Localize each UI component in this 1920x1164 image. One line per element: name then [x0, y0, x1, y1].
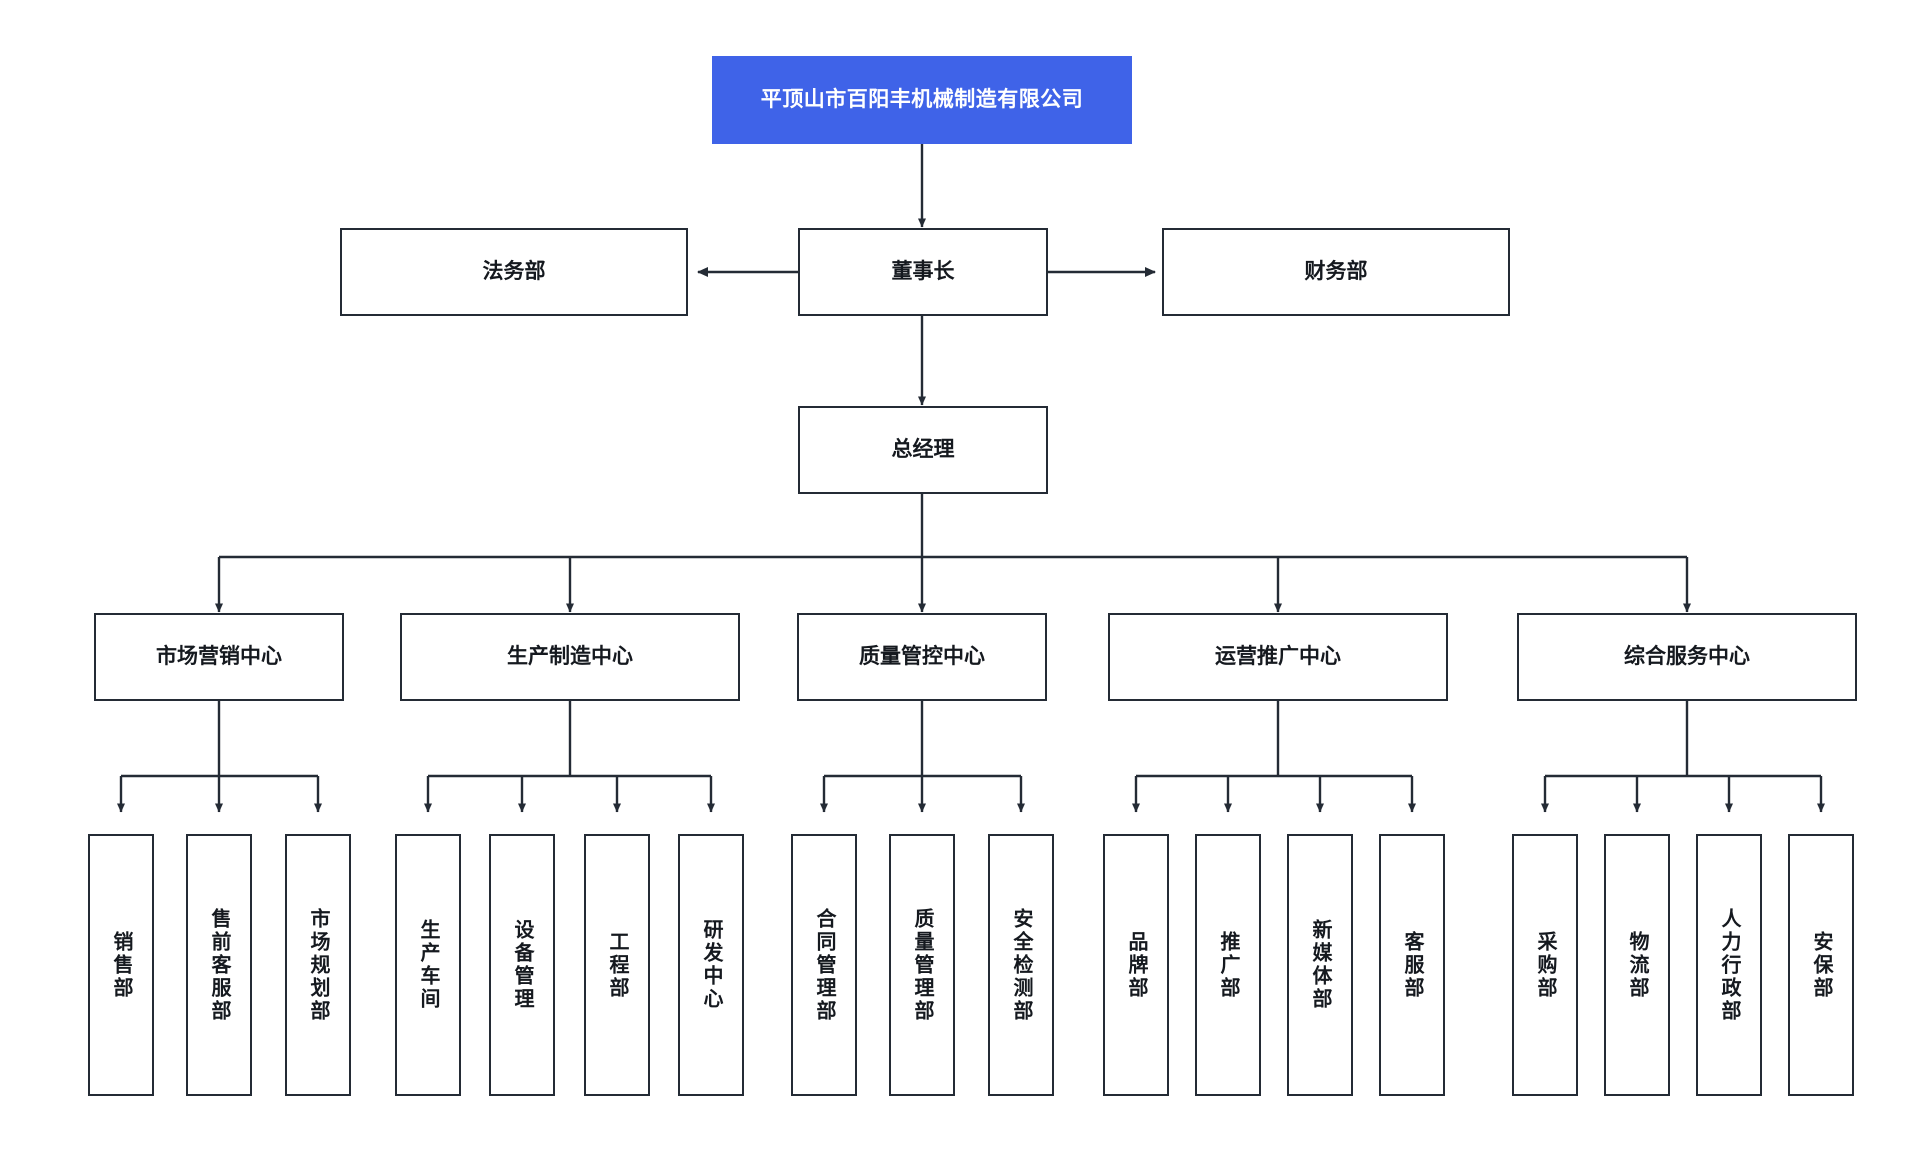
- node-label-dept-safety-inspection: 安全检测部: [1010, 907, 1032, 1023]
- node-label-dept-new-media: 新媒体部: [1309, 919, 1331, 1011]
- node-label-dept-rnd-center: 研发中心: [700, 919, 722, 1011]
- node-label-dept-promotion: 推广部: [1217, 930, 1239, 1000]
- node-label-dept-logistics: 物流部: [1626, 930, 1648, 1000]
- node-dept-security[interactable]: 安保部: [1788, 834, 1854, 1096]
- node-center-quality[interactable]: 质量管控中心: [797, 613, 1047, 701]
- node-label-dept-contract-management: 合同管理部: [813, 907, 835, 1023]
- node-label-dept-equipment-management: 设备管理: [511, 919, 533, 1011]
- node-dept-equipment-management[interactable]: 设备管理: [489, 834, 555, 1096]
- node-center-general-services[interactable]: 综合服务中心: [1517, 613, 1857, 701]
- node-dept-brand[interactable]: 品牌部: [1103, 834, 1169, 1096]
- node-dept-sales[interactable]: 销售部: [88, 834, 154, 1096]
- node-dept-safety-inspection[interactable]: 安全检测部: [988, 834, 1054, 1096]
- node-dept-rnd-center[interactable]: 研发中心: [678, 834, 744, 1096]
- node-label-dept-brand: 品牌部: [1125, 930, 1147, 1000]
- node-legal-department[interactable]: 法务部: [340, 228, 688, 316]
- node-label-dept-hr-admin: 人力行政部: [1718, 907, 1740, 1023]
- node-dept-procurement[interactable]: 采购部: [1512, 834, 1578, 1096]
- node-label-dept-quality-management: 质量管理部: [911, 907, 933, 1023]
- node-label-general-manager: 总经理: [891, 438, 955, 462]
- node-label-dept-sales: 销售部: [110, 930, 132, 1000]
- node-chairman[interactable]: 董事长: [798, 228, 1048, 316]
- node-dept-logistics[interactable]: 物流部: [1604, 834, 1670, 1096]
- node-label-legal-department: 法务部: [482, 260, 546, 284]
- node-dept-contract-management[interactable]: 合同管理部: [791, 834, 857, 1096]
- node-label-dept-production-workshop: 生产车间: [417, 919, 439, 1011]
- node-label-dept-customer-service: 客服部: [1401, 930, 1423, 1000]
- node-label-center-marketing: 市场营销中心: [156, 645, 282, 669]
- node-company-root[interactable]: 平顶山市百阳丰机械制造有限公司: [712, 56, 1132, 144]
- node-label-dept-engineering: 工程部: [606, 930, 628, 1000]
- node-center-manufacturing[interactable]: 生产制造中心: [400, 613, 740, 701]
- node-general-manager[interactable]: 总经理: [798, 406, 1048, 494]
- node-dept-promotion[interactable]: 推广部: [1195, 834, 1261, 1096]
- node-label-center-quality: 质量管控中心: [859, 645, 985, 669]
- node-label-dept-market-planning: 市场规划部: [307, 907, 329, 1023]
- node-dept-market-planning[interactable]: 市场规划部: [285, 834, 351, 1096]
- node-label-dept-security: 安保部: [1810, 930, 1832, 1000]
- node-label-finance-department: 财务部: [1304, 260, 1368, 284]
- node-dept-quality-management[interactable]: 质量管理部: [889, 834, 955, 1096]
- node-center-operations[interactable]: 运营推广中心: [1108, 613, 1448, 701]
- node-dept-production-workshop[interactable]: 生产车间: [395, 834, 461, 1096]
- node-dept-customer-service[interactable]: 客服部: [1379, 834, 1445, 1096]
- node-dept-new-media[interactable]: 新媒体部: [1287, 834, 1353, 1096]
- node-label-center-operations: 运营推广中心: [1215, 645, 1341, 669]
- node-label-center-general-services: 综合服务中心: [1624, 645, 1750, 669]
- node-center-marketing[interactable]: 市场营销中心: [94, 613, 344, 701]
- node-label-company-root: 平顶山市百阳丰机械制造有限公司: [760, 88, 1084, 112]
- node-dept-engineering[interactable]: 工程部: [584, 834, 650, 1096]
- node-label-dept-procurement: 采购部: [1534, 930, 1556, 1000]
- node-dept-hr-admin[interactable]: 人力行政部: [1696, 834, 1762, 1096]
- node-finance-department[interactable]: 财务部: [1162, 228, 1510, 316]
- node-label-center-manufacturing: 生产制造中心: [507, 645, 633, 669]
- node-dept-presales-service[interactable]: 售前客服部: [186, 834, 252, 1096]
- node-label-chairman: 董事长: [891, 260, 955, 284]
- node-label-dept-presales-service: 售前客服部: [208, 907, 230, 1023]
